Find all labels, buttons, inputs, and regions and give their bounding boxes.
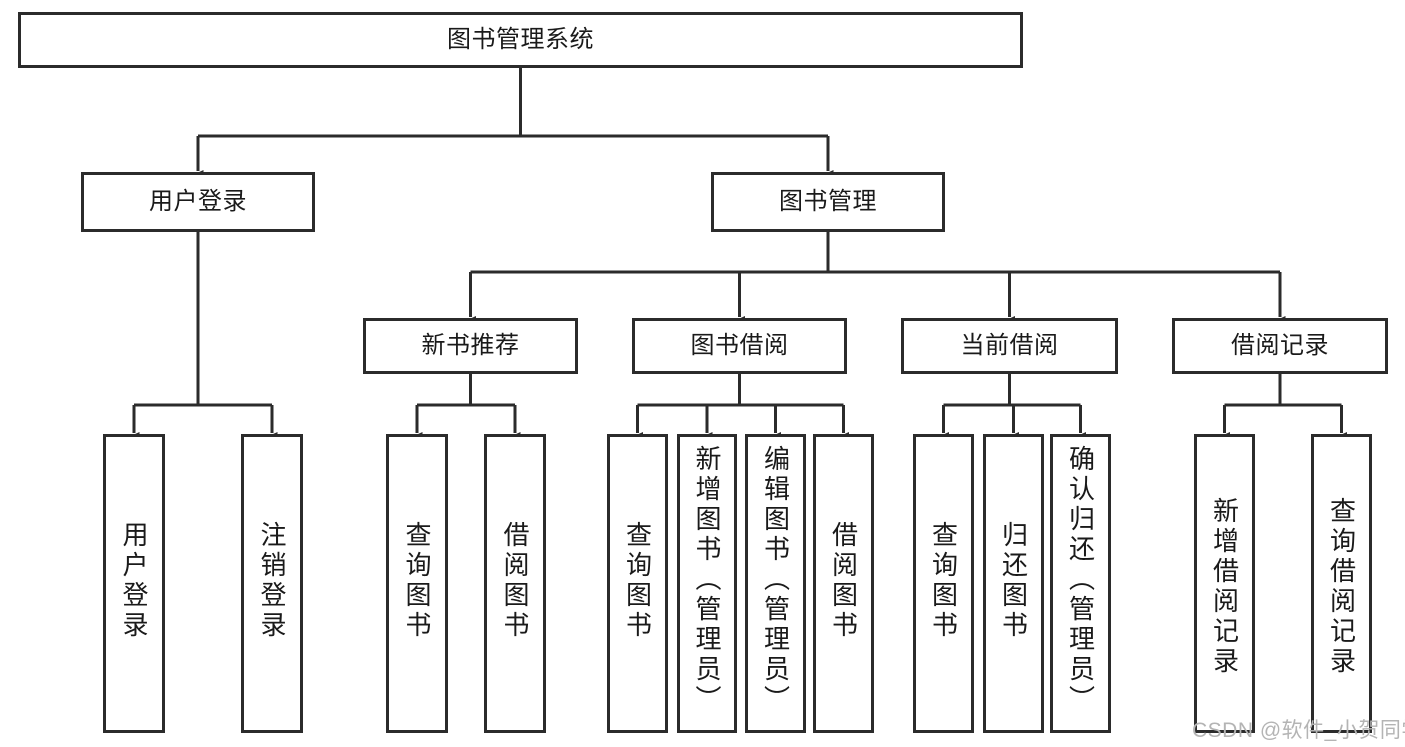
node-leaf-query-book-3[interactable]: 查询图书	[913, 434, 974, 733]
node-label-leaf-query-book-2: 查询图书	[622, 521, 653, 641]
node-label-leaf-add-record: 新增借阅记录	[1209, 497, 1240, 677]
node-leaf-query-book-1[interactable]: 查询图书	[386, 434, 448, 733]
node-label-current-borrow: 当前借阅	[960, 331, 1059, 359]
node-label-new-book-recommend: 新书推荐	[421, 331, 520, 359]
node-label-borrow-record: 借阅记录	[1231, 331, 1329, 359]
node-leaf-return-book[interactable]: 归还图书	[983, 434, 1044, 733]
node-current-borrow[interactable]: 当前借阅	[901, 318, 1118, 374]
node-label-leaf-borrow-book-2: 借阅图书	[828, 521, 859, 641]
node-label-leaf-add-book: 新增图书（管理员）	[692, 445, 722, 715]
node-leaf-confirm-return[interactable]: 确认归还（管理员）	[1050, 434, 1111, 733]
node-leaf-borrow-book-1[interactable]: 借阅图书	[484, 434, 546, 733]
node-label-leaf-query-book-1: 查询图书	[402, 521, 432, 641]
node-label-book-manage: 图书管理	[779, 187, 877, 215]
node-label-book-borrow: 图书借阅	[690, 331, 789, 359]
node-label-leaf-user-login: 用户登录	[119, 521, 149, 641]
node-label-leaf-confirm-return: 确认归还（管理员）	[1065, 445, 1096, 715]
node-leaf-query-record[interactable]: 查询借阅记录	[1311, 434, 1372, 733]
node-label-leaf-query-record: 查询借阅记录	[1326, 497, 1357, 677]
node-book-borrow[interactable]: 图书借阅	[632, 318, 847, 374]
node-leaf-user-login[interactable]: 用户登录	[103, 434, 165, 733]
node-label-leaf-query-book-3: 查询图书	[928, 521, 959, 641]
node-leaf-add-book[interactable]: 新增图书（管理员）	[677, 434, 737, 733]
node-book-manage[interactable]: 图书管理	[711, 172, 945, 232]
node-label-root: 图书管理系统	[447, 25, 594, 53]
node-leaf-edit-book[interactable]: 编辑图书（管理员）	[745, 434, 806, 733]
node-root[interactable]: 图书管理系统	[18, 12, 1023, 68]
node-label-leaf-logout: 注销登录	[257, 521, 287, 641]
node-leaf-borrow-book-2[interactable]: 借阅图书	[813, 434, 874, 733]
node-label-leaf-borrow-book-1: 借阅图书	[500, 521, 530, 641]
node-leaf-logout[interactable]: 注销登录	[241, 434, 303, 733]
watermark-text: CSDN @软件_小贺同学	[1192, 719, 1405, 742]
node-leaf-add-record[interactable]: 新增借阅记录	[1194, 434, 1255, 733]
node-label-leaf-return-book: 归还图书	[998, 521, 1029, 641]
node-new-book-recommend[interactable]: 新书推荐	[363, 318, 578, 374]
node-leaf-query-book-2[interactable]: 查询图书	[607, 434, 668, 733]
node-label-leaf-edit-book: 编辑图书（管理员）	[760, 445, 791, 715]
node-user-login[interactable]: 用户登录	[81, 172, 315, 232]
node-label-user-login: 用户登录	[149, 187, 247, 215]
node-borrow-record[interactable]: 借阅记录	[1172, 318, 1388, 374]
